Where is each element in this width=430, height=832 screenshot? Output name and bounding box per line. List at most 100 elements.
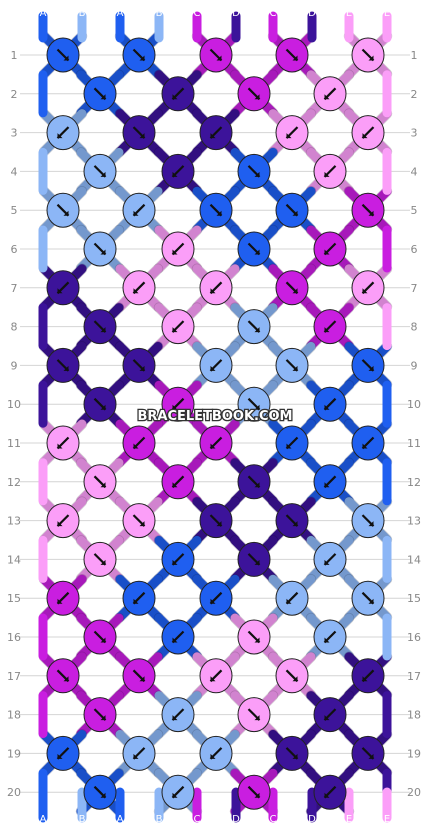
knot-arrow-head — [216, 55, 222, 61]
knot-arrow-head — [254, 482, 260, 488]
knot-arrow-head — [100, 715, 106, 721]
knot-arrow-head — [100, 482, 106, 488]
row-number-right: 17 — [407, 670, 421, 683]
top-strand-letter: D — [232, 8, 240, 19]
knot-arrow-head — [324, 94, 330, 100]
row-number-left: 8 — [11, 321, 18, 334]
knot-arrow-head — [210, 676, 216, 682]
knot-arrow-head — [254, 715, 260, 721]
knot-arrow-head — [362, 133, 368, 139]
row-number-left: 13 — [7, 515, 21, 528]
knot-arrow-head — [324, 482, 330, 488]
row-number-left: 17 — [7, 670, 21, 683]
knot-arrow-head — [210, 753, 216, 759]
row-number-right: 15 — [407, 592, 421, 605]
knot-arrow-head — [216, 210, 222, 216]
knot-arrow-head — [139, 133, 145, 139]
knot-arrow-head — [57, 753, 63, 759]
row-number-left: 6 — [11, 243, 18, 256]
row-number-left: 1 — [11, 49, 18, 62]
bottom-strand-letter: A — [40, 814, 47, 825]
row-number-right: 2 — [411, 88, 418, 101]
row-number-right: 9 — [411, 359, 418, 372]
top-strand-letter: B — [156, 8, 163, 19]
top-strand-letter: A — [117, 8, 124, 19]
top-strand-letter: E — [384, 8, 390, 19]
row-number-right: 20 — [407, 786, 421, 799]
knot-arrow-head — [133, 210, 139, 216]
knots — [46, 37, 385, 810]
knot-arrow-head — [172, 715, 178, 721]
bottom-strand-letter: D — [232, 814, 240, 825]
knot-arrow-head — [139, 676, 145, 682]
bottom-strand-letter: D — [308, 814, 316, 825]
knot-arrow-head — [172, 792, 178, 798]
top-strand-letter: C — [194, 8, 201, 19]
knot-arrow-head — [292, 365, 298, 371]
knot-arrow-head — [254, 559, 260, 565]
row-number-left: 3 — [11, 127, 18, 140]
row-number-right: 4 — [411, 165, 418, 178]
knot-arrow-head — [254, 171, 260, 177]
row-number-right: 5 — [411, 204, 418, 217]
knot-arrow-head — [324, 404, 330, 410]
knot-arrow-head — [368, 365, 374, 371]
row-number-left: 20 — [7, 786, 21, 799]
knot-arrow-head — [324, 327, 330, 333]
knot-arrow-head — [100, 404, 106, 410]
row-number-left: 19 — [7, 747, 21, 760]
knot-arrow-head — [210, 598, 216, 604]
top-strand-letter: B — [79, 8, 86, 19]
top-strand-letter: E — [346, 8, 352, 19]
row-number-left: 10 — [7, 398, 21, 411]
knot-arrow-head — [254, 327, 260, 333]
knot-arrow-head — [324, 171, 330, 177]
knot-arrow-head — [368, 55, 374, 61]
knot-arrow-head — [100, 249, 106, 255]
knot-arrow-head — [100, 171, 106, 177]
knot-arrow-head — [324, 792, 330, 798]
knot-arrow-head — [292, 210, 298, 216]
knot-arrow-head — [100, 559, 106, 565]
row-number-left: 18 — [7, 709, 21, 722]
row-number-left: 15 — [7, 592, 21, 605]
row-number-left: 12 — [7, 476, 21, 489]
row-number-right: 12 — [407, 476, 421, 489]
bottom-strand-letter: E — [384, 814, 390, 825]
knot-arrow-head — [210, 133, 216, 139]
knot-arrow-head — [139, 55, 145, 61]
knot-arrow-head — [254, 249, 260, 255]
knot-arrow-head — [133, 443, 139, 449]
bottom-strand-letter: B — [156, 814, 163, 825]
knot-arrow-head — [133, 288, 139, 294]
knot-arrow-head — [254, 94, 260, 100]
knot-arrow-head — [63, 365, 69, 371]
row-number-right: 14 — [407, 553, 421, 566]
knot-arrow-head — [172, 404, 178, 410]
knot-arrow-head — [324, 715, 330, 721]
knot-arrow-head — [254, 637, 260, 643]
row-number-right: 7 — [411, 282, 418, 295]
row-number-right: 13 — [407, 515, 421, 528]
row-number-left: 14 — [7, 553, 21, 566]
row-number-left: 16 — [7, 631, 21, 644]
row-number-right: 3 — [411, 127, 418, 140]
knot-arrow-head — [63, 676, 69, 682]
row-number-right: 16 — [407, 631, 421, 644]
knot-arrow-head — [362, 676, 368, 682]
bottom-strand-letter: A — [117, 814, 124, 825]
knot-arrow-head — [254, 404, 260, 410]
knot-arrow-head — [172, 171, 178, 177]
knot-arrow-head — [172, 249, 178, 255]
knot-arrow-head — [172, 637, 178, 643]
knot-arrow-head — [324, 637, 330, 643]
knot-arrow-head — [57, 443, 63, 449]
knot-arrow-head — [133, 598, 139, 604]
knot-arrow-head — [292, 288, 298, 294]
knot-arrow-head — [133, 753, 139, 759]
knot-arrow-head — [362, 288, 368, 294]
knot-arrow-head — [172, 482, 178, 488]
row-number-right: 18 — [407, 709, 421, 722]
